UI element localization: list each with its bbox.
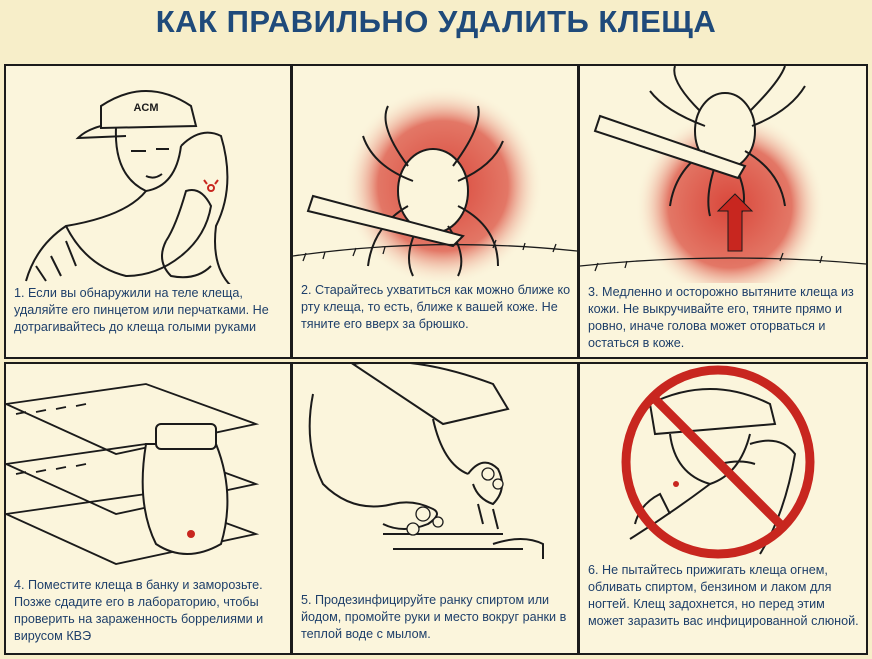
cap-logo: ACM (133, 102, 158, 114)
jar-in-freezer-illustration (6, 383, 260, 565)
tick-bite-mark (203, 179, 219, 192)
tweezers-pull-tick-illustration (580, 66, 866, 301)
caption-4: 4. Поместите клеща в банку и заморозьте.… (14, 578, 264, 643)
arrow-up (716, 193, 754, 252)
caption-3: 3. Медленно и осторожно вытяните клеща и… (588, 285, 854, 350)
caption-6: 6. Не пытайтесь прижигать клеща огнем, о… (588, 563, 859, 628)
no-burning-illustration (621, 365, 815, 559)
tweezers (306, 194, 465, 248)
glass-jar (141, 423, 229, 555)
prohibition-sign-icon (621, 365, 815, 559)
panel-5-disinfect: 5. Продезинфицируйте ранку спиртом или й… (291, 362, 579, 655)
tick-body (397, 148, 469, 234)
caption-5: 5. Продезинфицируйте ранку спиртом или й… (301, 593, 567, 641)
soap-bubbles (406, 467, 504, 536)
tick-in-jar (187, 530, 195, 538)
page-title: КАК ПРАВИЛЬНО УДАЛИТЬ КЛЕЩА (155, 4, 717, 39)
tick-bite-mark (673, 481, 679, 487)
caption-2: 2. Старайтесь ухватиться как можно ближе… (301, 283, 571, 331)
panel-4-freeze-tick: 4. Поместите клеща в банку и заморозьте.… (4, 362, 292, 655)
man-with-cap-illustration: ACM (25, 90, 232, 287)
panel-2-grab-tick: 2. Старайтесь ухватиться как можно ближе… (291, 64, 579, 359)
caption-1: 1. Если вы обнаружили на теле клеща, уда… (14, 286, 269, 334)
panel-1-detect-tick: ACM 1. Если вы обнаружили на теле клеща,… (4, 64, 292, 359)
tweezers-grab-tick-illustration (293, 86, 577, 286)
tweezers (593, 114, 747, 180)
panel-3-pull-tick: 3. Медленно и осторожно вытяните клеща и… (578, 64, 868, 359)
panel-6-do-not-burn: 6. Не пытайтесь прижигать клеща огнем, о… (578, 362, 868, 655)
wash-hands-illustration (308, 364, 544, 559)
